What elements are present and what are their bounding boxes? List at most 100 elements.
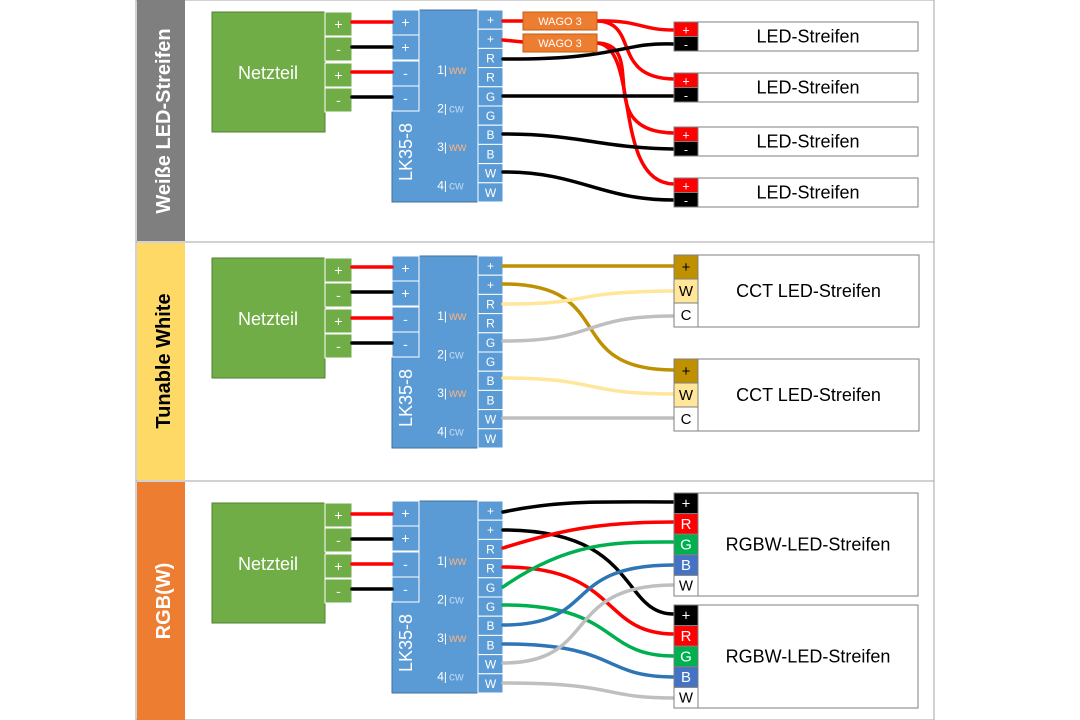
svg-text:+: + [334,507,342,523]
netzteil-terminal: - [324,36,353,62]
strip-pin-minus: - [673,87,699,103]
channel-label: 1|ww [437,554,466,568]
svg-text:R: R [486,542,495,556]
svg-text:3|: 3| [437,140,447,154]
controller-input-terminal: - [391,60,420,87]
controller-output-terminal: G [477,332,504,353]
section-title: RGB(W) [153,563,175,640]
strip-pin-w: W [673,382,699,408]
wire-lightyellow [501,289,676,306]
controller-output-terminal: W [477,654,504,675]
svg-text:+: + [487,259,494,273]
svg-text:B: B [486,147,494,161]
svg-text:W: W [679,387,694,404]
strip-pin-plus: + [673,72,699,88]
svg-text:G: G [680,649,692,666]
svg-text:-: - [403,581,408,597]
netzteil-terminal: - [324,282,353,308]
strip-pin-plus: + [673,254,699,280]
svg-text:2|: 2| [437,593,447,607]
svg-text:1|: 1| [437,554,447,568]
controller-output-terminal: + [477,274,504,295]
svg-text:+: + [682,363,691,380]
wire-black [501,42,676,61]
svg-text:+: + [487,32,494,46]
svg-text:-: - [336,287,341,303]
wire-gray [501,681,676,700]
svg-text:+: + [401,14,409,30]
controller-output-terminal: W [477,182,504,203]
svg-text:CCT LED-Streifen: CCT LED-Streifen [736,281,881,301]
channel-label: 4|cw [437,425,464,439]
wire-blue [501,563,676,627]
strip-pin-plus: + [673,604,699,627]
svg-text:+: + [401,505,409,521]
section-rgbw: RGB(W) [137,482,185,720]
controller-input-terminal: + [391,255,420,282]
svg-text:W: W [679,578,694,595]
led-strip: +-LED-Streifen [673,21,919,52]
section-title: Tunable White [153,293,175,428]
svg-text:-: - [684,89,688,103]
wire-blue [501,642,676,679]
svg-text:-: - [403,556,408,572]
netzteil: Netzteil+-+- [211,257,353,379]
section-weisse-led: Weiße LED-Streifen [137,0,185,241]
controller-input-terminal: + [391,34,420,61]
svg-text:+: + [487,523,494,537]
controller-input-terminal: - [391,331,420,358]
svg-text:R: R [486,562,495,576]
svg-text:G: G [486,581,495,595]
wire-red [595,41,676,135]
controller-input-terminal: - [391,551,420,578]
controller-output-terminal: R [477,67,504,88]
strip-pin-b: B [673,554,699,576]
svg-text:2|: 2| [437,102,447,116]
wire-black [501,170,676,202]
controller-output-terminal: W [477,428,504,449]
svg-text:ww: ww [448,309,467,323]
svg-text:B: B [486,128,494,142]
controller-output-terminal: W [477,673,504,694]
controller-output-terminal: B [477,634,504,656]
controller-output-terminal: R [477,313,504,334]
netzteil-terminal: + [324,257,353,283]
strip-pin-minus: - [673,192,699,208]
svg-text:cw: cw [449,425,464,439]
svg-text:LED-Streifen: LED-Streifen [756,132,859,152]
svg-text:ww: ww [448,631,467,645]
svg-text:Netzteil: Netzteil [238,309,298,329]
svg-text:G: G [486,90,495,104]
strip-pin-plus: + [673,358,699,384]
svg-text:+: + [401,260,409,276]
svg-text:+: + [682,23,689,37]
svg-text:-: - [336,583,341,599]
channel-label: 3|ww [437,140,466,154]
netzteil: Netzteil+-+- [211,11,353,133]
controller-input-terminal: + [391,500,420,527]
svg-text:+: + [401,530,409,546]
svg-text:-: - [336,532,341,548]
svg-text:+: + [401,285,409,301]
controller-output-terminal: B [477,124,504,145]
svg-text:R: R [681,628,692,645]
strip-pin-minus: - [673,36,699,52]
svg-text:RGBW-LED-Streifen: RGBW-LED-Streifen [726,535,891,555]
svg-text:RGBW-LED-Streifen: RGBW-LED-Streifen [726,647,891,667]
controller-input-terminal: - [391,85,420,112]
svg-text:4|: 4| [437,425,447,439]
wire-gray [501,583,676,665]
svg-text:3|: 3| [437,386,447,400]
channel-label: 3|ww [437,631,466,645]
svg-text:W: W [485,413,497,427]
svg-text:+: + [487,13,494,27]
strip-pin-r: R [673,625,699,647]
controller-output-terminal: R [477,293,504,315]
controller-output-terminal: B [477,370,504,391]
svg-text:Netzteil: Netzteil [238,63,298,83]
svg-text:R: R [486,317,495,331]
controller-output-terminal: + [477,500,504,521]
